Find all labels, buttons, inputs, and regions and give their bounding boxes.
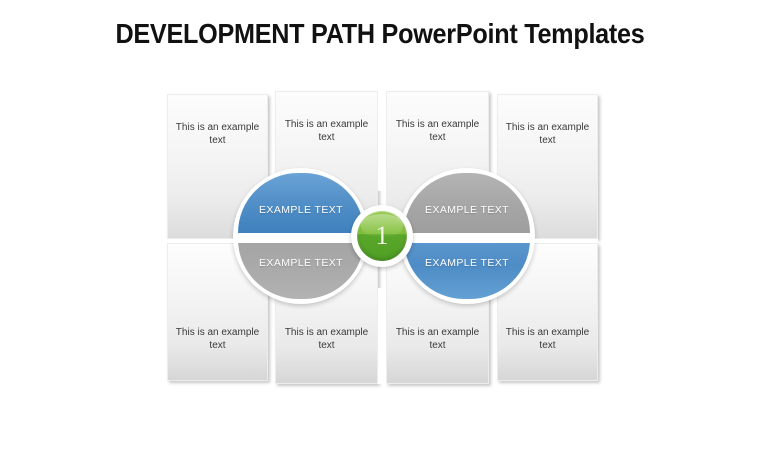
top-card-3-label: This is an example text [395,119,480,143]
center-step-number: 1 [375,221,389,250]
bottom-card-4-label: This is an example text [505,327,590,351]
page-title: DEVELOPMENT PATH PowerPoint Templates [115,18,645,49]
bottom-card-2-label: This is an example text [284,327,369,351]
segment-bottom-right[interactable]: EXAMPLE TEXT [404,239,530,299]
segment-top-right[interactable]: EXAMPLE TEXT [404,173,530,233]
top-card-1-label: This is an example text [175,122,260,146]
bottom-card-3[interactable]: This is an example text [386,243,489,384]
right-circle-halves: EXAMPLE TEXT EXAMPLE TEXT [404,173,530,299]
segment-top-left[interactable]: EXAMPLE TEXT [238,173,364,233]
center-step-disc: 1 [357,211,407,261]
stem-top-center [378,91,386,191]
bottom-card-1-label: This is an example text [175,327,260,351]
top-card-4-label: This is an example text [505,122,590,146]
left-circle: EXAMPLE TEXT EXAMPLE TEXT [233,168,369,304]
left-circle-halves: EXAMPLE TEXT EXAMPLE TEXT [238,173,364,299]
segment-bottom-left-label: EXAMPLE TEXT [259,257,343,269]
center-step-badge[interactable]: 1 [351,205,413,267]
right-circle: EXAMPLE TEXT EXAMPLE TEXT [399,168,535,304]
segment-bottom-left[interactable]: EXAMPLE TEXT [238,239,364,299]
segment-top-right-label: EXAMPLE TEXT [425,204,509,216]
bottom-card-3-label: This is an example text [395,327,480,351]
top-card-2-label: This is an example text [284,119,369,143]
segment-bottom-right-label: EXAMPLE TEXT [425,257,509,269]
segment-top-left-label: EXAMPLE TEXT [259,204,343,216]
stem-bottom-center [378,288,386,384]
